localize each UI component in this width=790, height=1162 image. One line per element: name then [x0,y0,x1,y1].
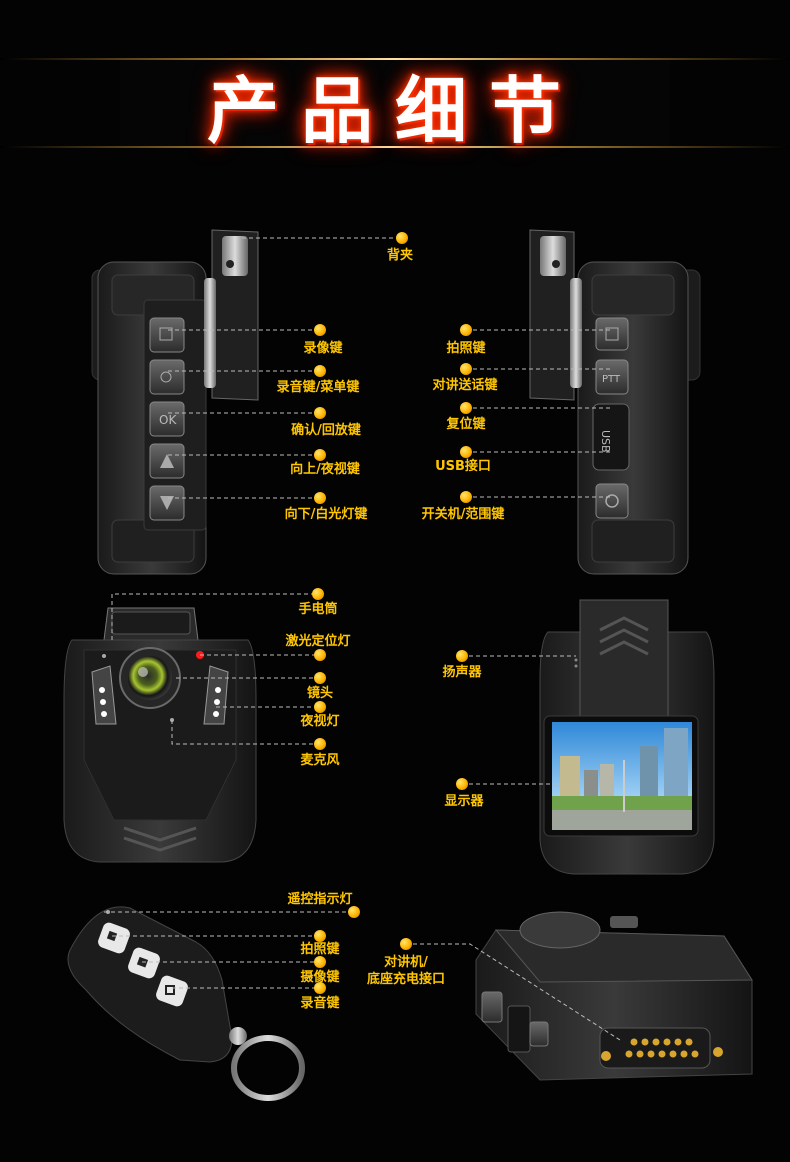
label-display: 显示器 [444,794,484,809]
label-remote-photo: 拍照键 [300,942,340,957]
leader-dot [314,492,326,504]
label-walkie-dock-2: 底座充电接口 [366,972,446,987]
leader-dot [314,449,326,461]
svg-text:OK: OK [159,413,177,427]
leader-dot [314,738,326,750]
leader-dot [460,363,472,375]
svg-text:PTT: PTT [602,374,621,385]
label-talk-send: 对讲送话键 [432,378,498,393]
leader-dot [314,982,326,994]
label-record-video: 录像键 [303,341,343,356]
leader-dot [314,365,326,377]
label-clip: 背夹 [386,248,414,263]
label-reset: 复位键 [446,417,486,432]
label-remote-video: 摄像键 [300,970,340,985]
leader-dot [456,778,468,790]
label-speaker: 扬声器 [442,665,482,680]
leader-dot [314,956,326,968]
leader-dot [314,930,326,942]
label-remote-indicator: 遥控指示灯 [287,892,353,907]
display-screen [552,722,692,830]
leader-dot [400,938,412,950]
leader-dot [314,672,326,684]
label-down-white-light: 向下/白光灯键 [284,507,368,522]
label-lens: 镜头 [306,686,334,701]
label-microphone: 麦克风 [300,753,340,768]
left-buttons: OK [149,317,185,521]
leader-dot [460,402,472,414]
title-banner [0,58,790,148]
night-vision-leds [91,665,229,725]
page-title: 产品细节 [206,68,583,153]
label-power-range: 开关机/范围键 [421,507,505,522]
leader-dot [460,491,472,503]
label-photo: 拍照键 [446,341,486,356]
left-side-view: OK [91,229,259,575]
label-record-audio-menu: 录音键/菜单键 [276,380,360,395]
leader-dot [314,407,326,419]
leader-dot [314,649,326,661]
back-view [539,599,715,875]
leader-dot [312,588,324,600]
leader-dot [460,446,472,458]
label-flashlight: 手电筒 [298,602,338,617]
leader-dot [314,324,326,336]
right-side-view: PTT USB [529,229,701,575]
remote-control [67,906,305,1101]
label-laser: 激光定位灯 [285,634,351,649]
label-confirm-playback: 确认/回放键 [291,423,361,438]
leader-dot [396,232,408,244]
svg-text:USB: USB [599,430,612,453]
front-view [63,607,257,863]
leader-dot [456,650,468,662]
label-remote-audio: 录音键 [300,996,340,1011]
right-buttons: PTT USB [592,317,630,519]
leader-lines [104,237,621,1041]
leader-dot [348,906,360,918]
label-up-night-vision: 向上/夜视键 [290,462,360,477]
leader-dot [460,324,472,336]
label-walkie-dock-1: 对讲机/ [384,955,428,970]
bottom-connector-view [475,911,753,1081]
leader-dot [314,701,326,713]
label-usb-port: USB接口 [435,459,491,474]
label-night-light: 夜视灯 [300,714,340,729]
